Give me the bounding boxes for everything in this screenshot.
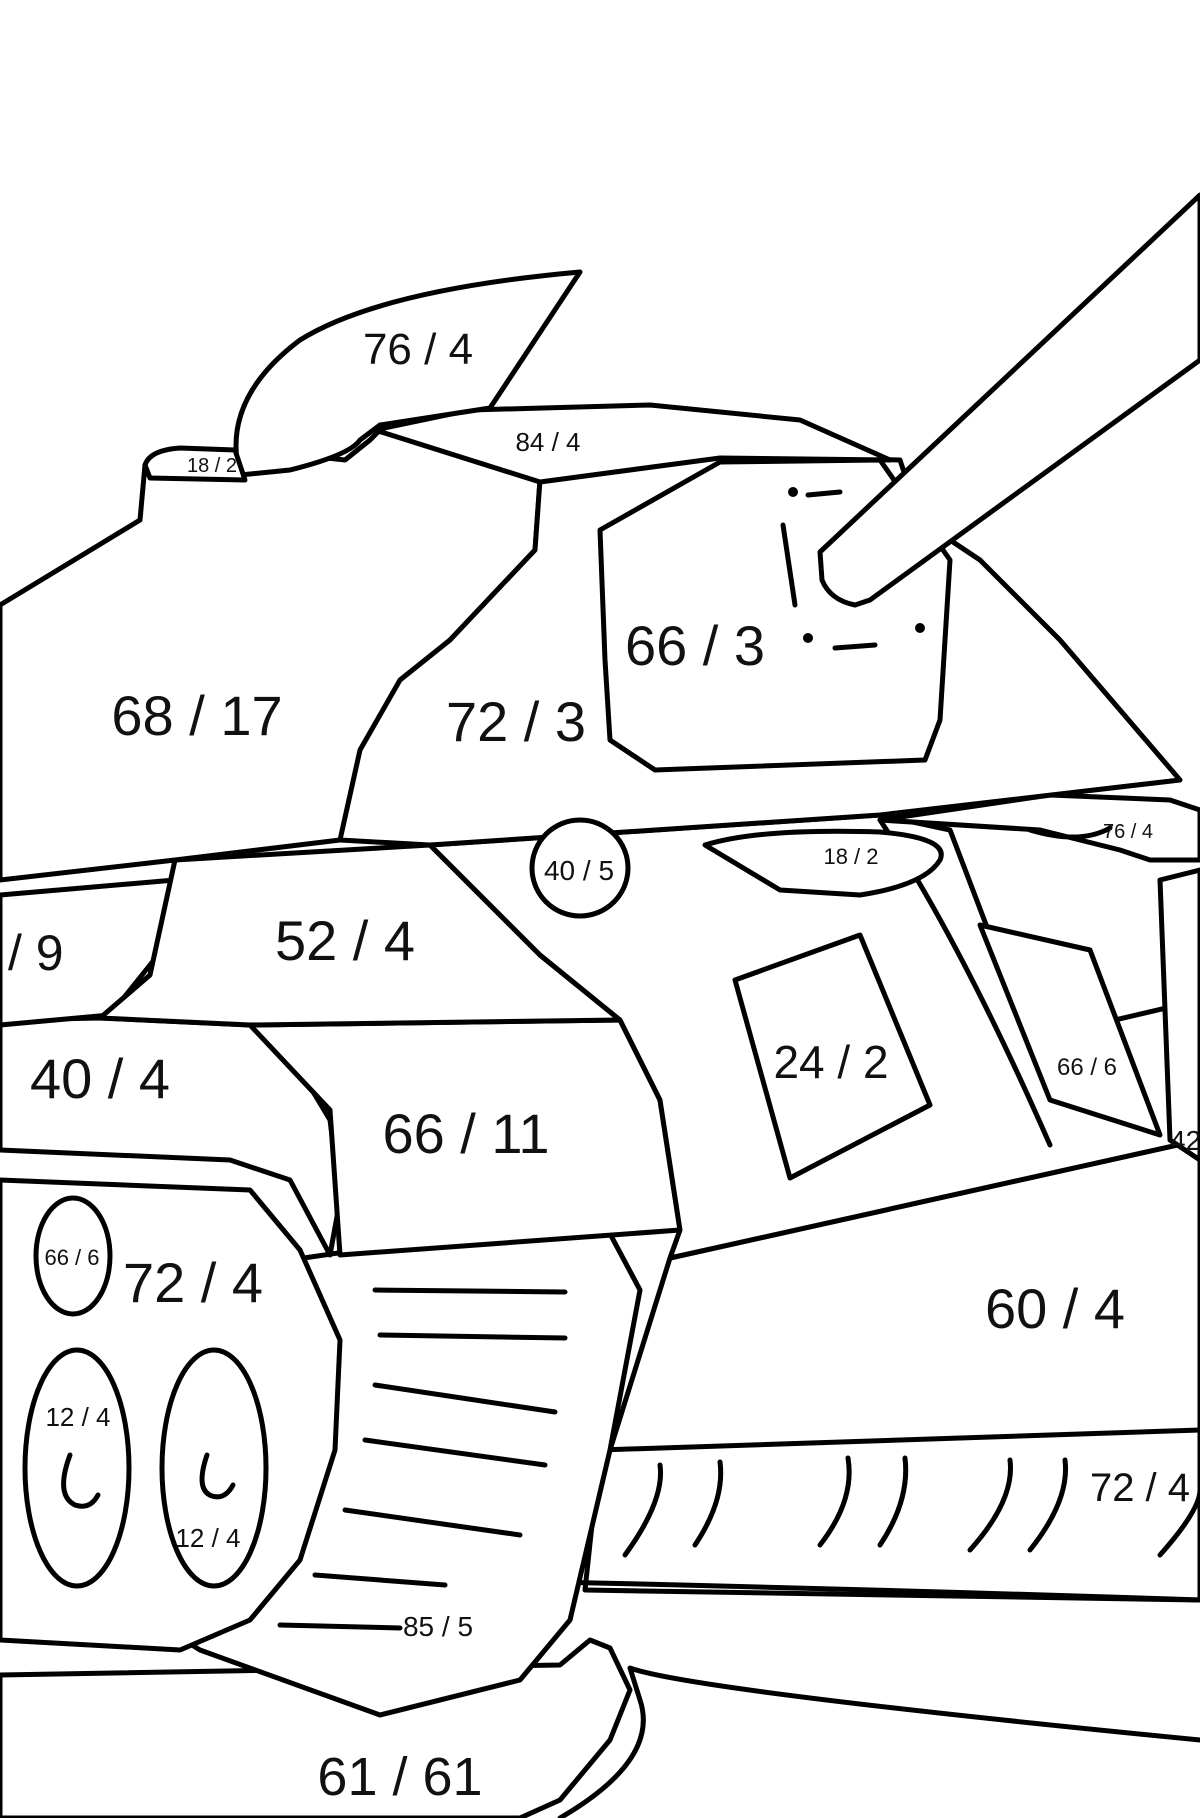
label-turret-left: 68 / 17 — [111, 684, 282, 747]
hatch-flap-region[interactable] — [233, 269, 583, 478]
track-tread — [372, 1287, 568, 1295]
deck-right-curve — [1027, 825, 1113, 840]
label-track-right: 72 / 4 — [1090, 1466, 1190, 1510]
road-wheel-1[interactable] — [22, 1347, 132, 1589]
wheel-hub-mark — [61, 1452, 101, 1509]
mantlet-dot — [788, 487, 798, 497]
mantlet-dash — [780, 522, 798, 608]
label-mantlet: 66 / 3 — [625, 614, 765, 677]
turret-top-region[interactable] — [372, 402, 893, 485]
label-port: 40 / 5 — [544, 855, 614, 886]
label-hull-deck: 52 / 4 — [275, 909, 415, 972]
track-tread — [372, 1382, 558, 1415]
track-tread — [377, 1332, 568, 1341]
track-tread — [362, 1437, 548, 1468]
label-deck-right: 76 / 4 — [1103, 821, 1153, 843]
hatch-small-region[interactable] — [142, 445, 248, 483]
track-link — [877, 1455, 909, 1548]
label-fender-left: 40 / 4 — [30, 1047, 170, 1110]
mantlet-dot — [915, 623, 925, 633]
plate-region[interactable] — [732, 932, 933, 1181]
label-ground: 61 / 61 — [317, 1747, 482, 1807]
track-link — [967, 1457, 1013, 1553]
label-wheel-2: 12 / 4 — [175, 1523, 240, 1553]
ground-outline — [557, 1665, 1200, 1818]
label-fender-front: 66 / 11 — [382, 1102, 549, 1165]
wheel-hub-mark — [199, 1452, 236, 1500]
track-tread — [342, 1507, 523, 1538]
small-wheel[interactable] — [33, 1195, 113, 1317]
label-track-front: 85 / 5 — [403, 1611, 473, 1642]
label-sprocket: 72 / 4 — [123, 1251, 263, 1314]
track-link — [817, 1455, 852, 1548]
label-edge-right: 42 — [1170, 1125, 1200, 1156]
label-hull-left: / 9 — [8, 925, 64, 981]
deck-vent-region[interactable] — [702, 828, 944, 898]
track-tread — [277, 1622, 403, 1631]
label-plate-right: 66 / 6 — [1057, 1054, 1117, 1081]
mantlet-dash — [832, 642, 878, 651]
label-hull-side: 60 / 4 — [985, 1277, 1125, 1340]
track-link — [622, 1462, 664, 1558]
label-plate: 24 / 2 — [773, 1036, 888, 1088]
mantlet-dot — [803, 633, 813, 643]
label-turret-top: 84 / 4 — [515, 427, 580, 457]
gun-barrel[interactable] — [817, 192, 1200, 608]
label-hatch-small: 18 / 2 — [187, 455, 237, 477]
track-link — [1027, 1457, 1069, 1553]
track-right-region[interactable] — [582, 1427, 1200, 1603]
track-right-line — [552, 1579, 1200, 1603]
plate-right-region[interactable] — [977, 922, 1163, 1138]
label-hatch-flap: 76 / 4 — [363, 325, 473, 374]
port-region[interactable] — [529, 817, 631, 919]
track-tread — [312, 1572, 448, 1588]
mantlet-dash — [805, 489, 843, 498]
edge-right-region[interactable] — [1157, 867, 1200, 1163]
label-wheel-1: 12 / 4 — [45, 1402, 110, 1432]
road-wheel-2[interactable] — [159, 1347, 269, 1589]
label-turret-mid: 72 / 3 — [446, 690, 586, 753]
label-deck-vent: 18 / 2 — [823, 844, 878, 869]
label-small-wheel: 66 / 6 — [44, 1245, 99, 1270]
hull-left-region[interactable] — [0, 877, 178, 1028]
track-link — [692, 1459, 724, 1548]
